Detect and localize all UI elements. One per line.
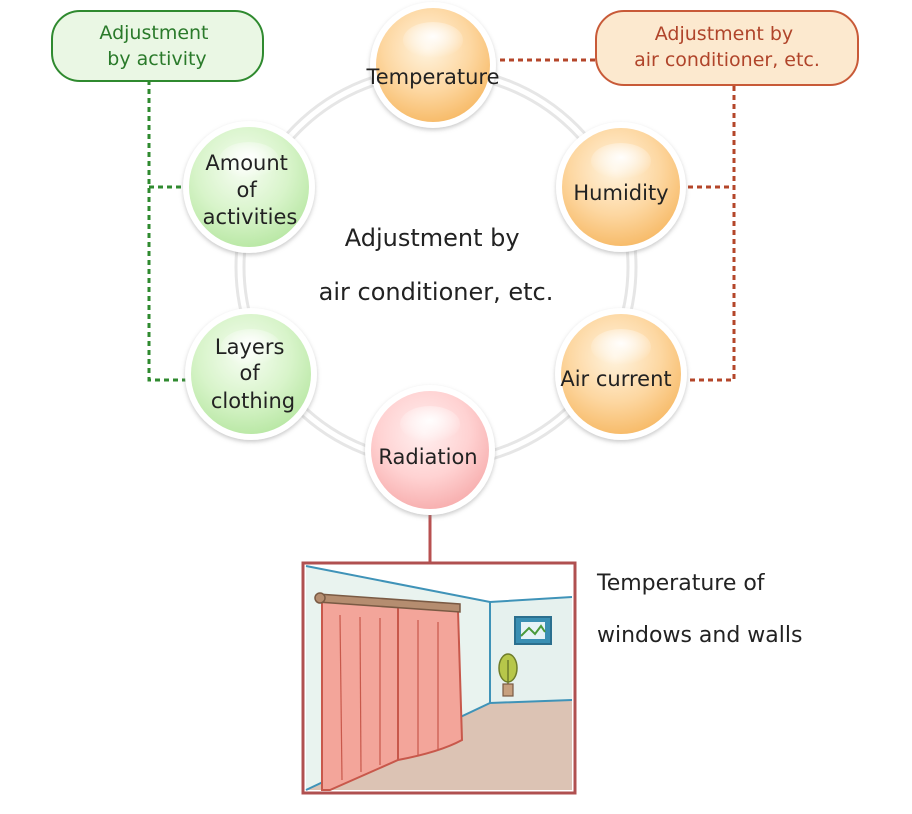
activities-label-line-3: activities	[203, 205, 298, 229]
svg-text:Adjustment by air condit: Adjustment by air conditioner, etc.	[634, 23, 820, 71]
activity-adjustment-box: Adjustment by activity	[51, 10, 264, 82]
center-label-line-2: air conditioner, etc.	[319, 278, 554, 306]
activities-label-line-2: of	[237, 178, 258, 202]
windows-caption-line-1: Temperature of	[596, 571, 766, 596]
clothing-label-line-3: clothing	[211, 389, 295, 413]
ac-connector	[500, 58, 736, 382]
svg-text:Amount of activities: Amount of activities	[203, 151, 298, 229]
clothing-label-line-2: of	[240, 361, 261, 385]
radiation-label: Radiation	[378, 445, 477, 469]
humidity-label: Humidity	[573, 181, 668, 205]
ac-box-line-2: air conditioner, etc.	[634, 49, 820, 71]
air-current-bubble	[555, 308, 687, 440]
humidity-bubble	[556, 122, 686, 252]
radiation-bubble	[365, 385, 495, 515]
ac-adjustment-box: Adjustment by air conditioner, etc.	[595, 10, 859, 86]
ac-box-line-1: Adjustment by	[655, 23, 793, 45]
svg-text:Temperature of windows and: Temperature of windows and walls	[596, 571, 802, 648]
temperature-bubble	[370, 2, 496, 128]
activity-connector	[147, 80, 190, 382]
svg-text:Adjustment by activity: Adjustment by activity	[99, 22, 214, 70]
activities-label-line-1: Amount	[205, 151, 288, 175]
air-current-label: Air current	[560, 367, 671, 391]
activity-box-line-2: by activity	[107, 48, 206, 70]
room-illustration	[301, 561, 577, 795]
center-label-line-1: Adjustment by	[345, 224, 520, 252]
clothing-bubble	[185, 308, 317, 440]
activity-box-line-1: Adjustment	[99, 22, 208, 44]
windows-caption-line-2: windows and walls	[597, 623, 802, 648]
temperature-label: Temperature	[365, 65, 499, 89]
clothing-label-line-1: Layers	[215, 335, 285, 359]
svg-text:Layers of clothing: Layers of clothing	[211, 335, 295, 413]
svg-text:Adjustment by air conditio: Adjustment by air conditioner, etc.	[319, 224, 554, 306]
activities-bubble	[183, 121, 315, 253]
